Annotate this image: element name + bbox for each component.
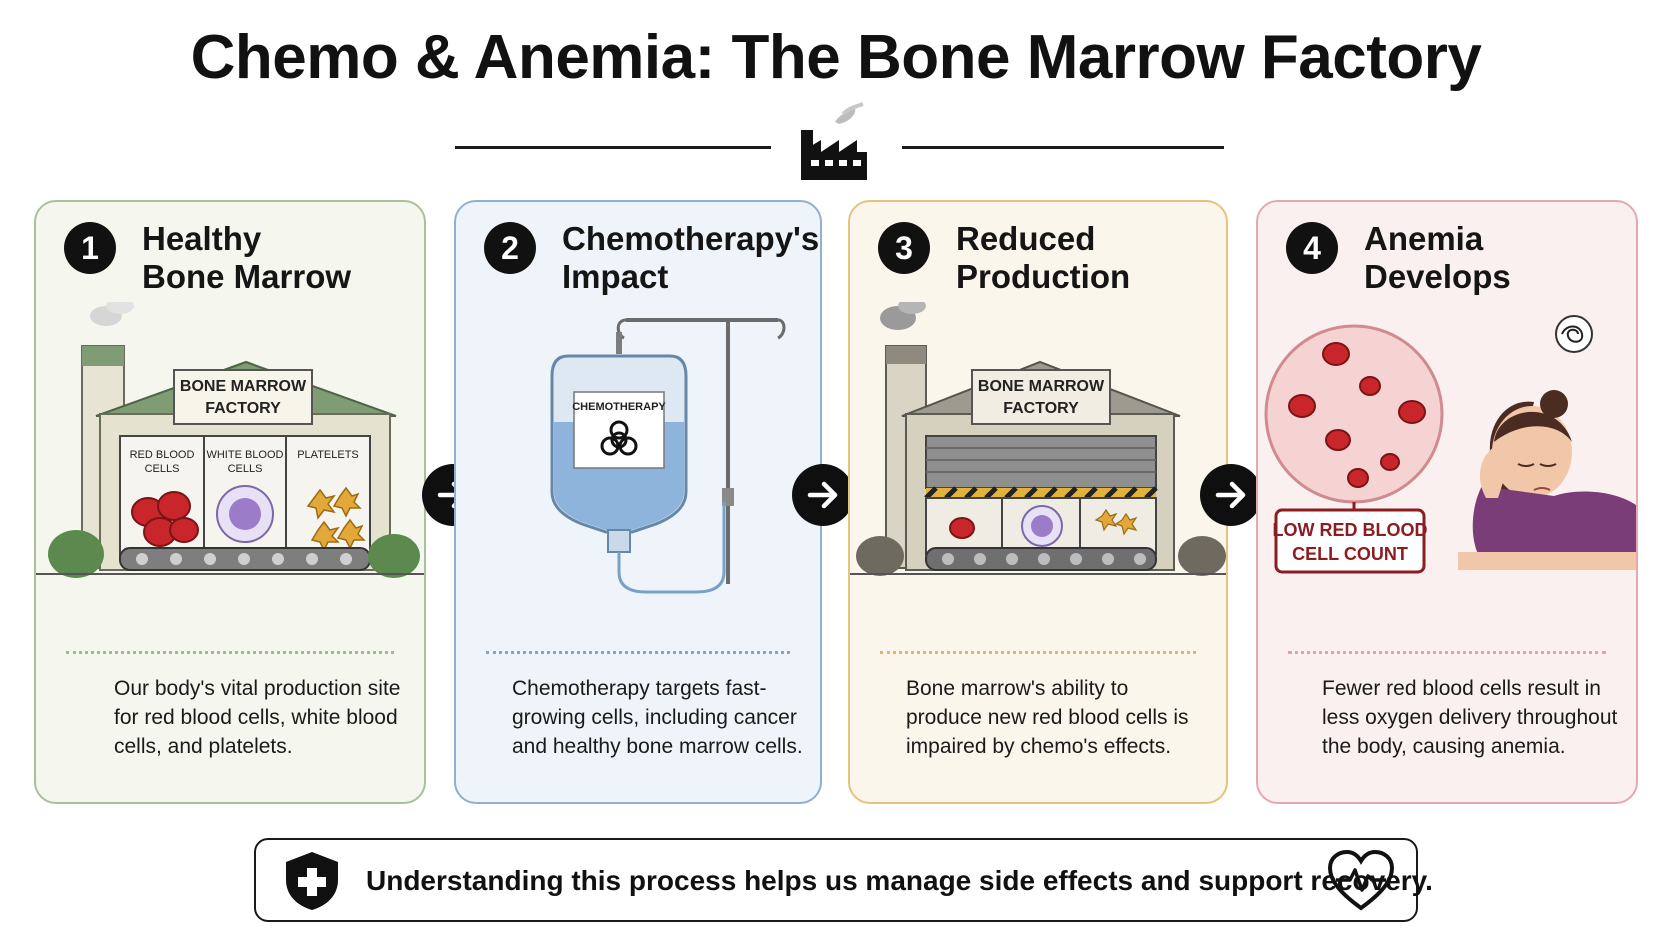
heart-pulse-icon [1327, 849, 1395, 911]
card-divider [1288, 651, 1606, 654]
platelets [1094, 508, 1138, 536]
factory-icon [801, 102, 867, 180]
bay-label-white-blood-cells: WHITE BLOOD [206, 449, 283, 461]
title-rule-left [455, 146, 771, 149]
svg-text:FACTORY: FACTORY [1003, 400, 1079, 417]
step-title: Reduced Production [956, 220, 1131, 295]
platelets [306, 486, 366, 552]
step-title: Healthy Bone Marrow [142, 220, 352, 295]
footer-banner: Understanding this process helps us mana… [254, 838, 1433, 922]
step-description: Chemotherapy targets fast-growing cells,… [512, 677, 803, 758]
white-blood-cell [216, 485, 274, 543]
flow-arrow-2 [792, 464, 854, 526]
sparse-red-blood-cells [1288, 342, 1426, 488]
step-description: Fewer red blood cells result in less oxy… [1322, 677, 1618, 758]
step-card-anemia-develops: 4 Anemia Develops LOW RED BLOOD CELL COU… [1256, 200, 1638, 804]
card-divider [66, 651, 394, 654]
iv-bag-illustration: CHEMOTHERAPY [550, 318, 786, 594]
svg-text:FACTORY: FACTORY [205, 400, 281, 417]
stress-scribble-icon [1555, 315, 1593, 353]
step-card-reduced-production: 3 Reduced Production BONE MARROW FACTORY [848, 200, 1228, 804]
step-number-badge: 3 [878, 222, 930, 274]
impaired-factory-illustration: BONE MARROW FACTORY [850, 302, 1226, 618]
red-blood-cells [131, 491, 199, 547]
step-description: Our body's vital production site for red… [114, 677, 401, 758]
shield-plus-icon [286, 852, 338, 910]
anemia-patient-illustration: LOW RED BLOOD CELL COUNT [1264, 315, 1636, 574]
low-rbc-callout [1274, 508, 1426, 574]
rolling-shutter [925, 435, 1157, 489]
bay-label-platelets: PLATELETS [297, 449, 359, 461]
card-divider [880, 651, 1196, 654]
factory-sign: BONE MARROW [180, 378, 307, 395]
step-number-badge: 2 [484, 222, 536, 274]
title-rule-right [902, 146, 1224, 149]
step-title: Chemotherapy's Impact [562, 220, 820, 295]
step-description: Bone marrow's ability to produce new red… [906, 677, 1189, 758]
arrow-right-icon [807, 481, 838, 509]
iv-bag-label: CHEMOTHERAPY [572, 401, 666, 413]
arrow-right-icon [1215, 481, 1246, 509]
svg-text:CELLS: CELLS [145, 463, 180, 475]
card-divider [486, 651, 790, 654]
step-number-badge: 4 [1286, 222, 1338, 274]
red-blood-cell [949, 517, 975, 539]
svg-text:CELL COUNT: CELL COUNT [1292, 544, 1408, 564]
svg-text:LOW RED BLOOD: LOW RED BLOOD [1273, 520, 1428, 540]
factory-sign: BONE MARROW [978, 378, 1105, 395]
biohazard-icon [600, 420, 638, 456]
page-title: Chemo & Anemia: The Bone Marrow Factory [190, 23, 1482, 92]
healthy-factory-illustration: BONE MARROW FACTORY RED BLOOD CELLS WHIT… [36, 302, 424, 578]
step-title: Anemia Develops [1364, 220, 1511, 295]
step-card-chemotherapy-impact: 2 Chemotherapy's Impact CHEMOTHERAPY Che… [454, 200, 822, 804]
step-card-healthy-bone-marrow: 1 Healthy Bone Marrow BONE MARROW FACTOR… [34, 200, 426, 804]
svg-text:CELLS: CELLS [228, 463, 263, 475]
step-number-badge: 1 [64, 222, 116, 274]
flow-arrow-3 [1200, 464, 1262, 526]
bay-label-red-blood-cells: RED BLOOD [130, 449, 195, 461]
footer-message: Understanding this process helps us mana… [366, 865, 1433, 896]
